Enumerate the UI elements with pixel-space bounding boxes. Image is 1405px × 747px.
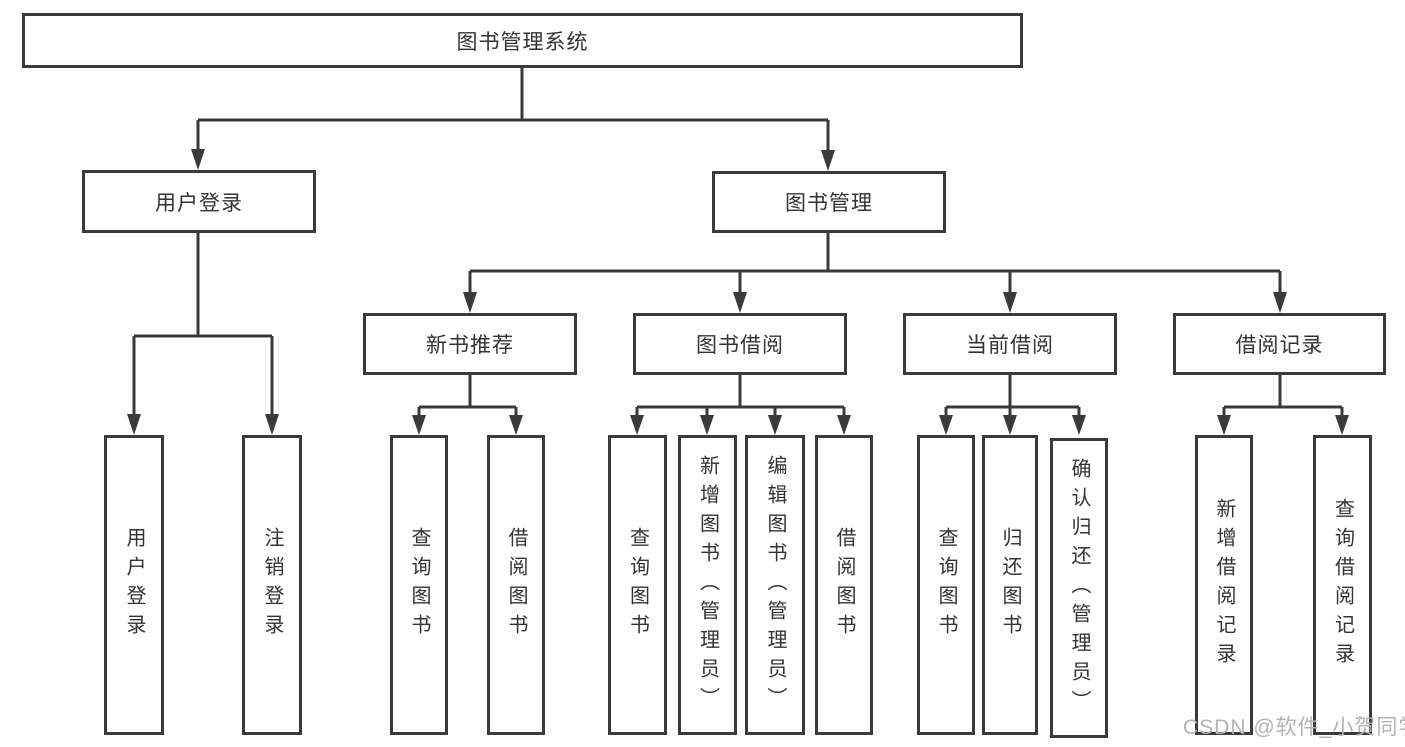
arrow-down-icon — [700, 415, 714, 435]
node-label: 借阅图书 — [833, 527, 855, 643]
leaf-borrow-books-recommend: 借阅图书 — [487, 435, 545, 735]
node-label: 当前借阅 — [966, 334, 1054, 357]
leaf-confirm-return-admin: 确认归还（管理员） — [1050, 438, 1108, 738]
arrow-down-icon — [1003, 415, 1017, 435]
arrow-down-icon — [191, 149, 205, 170]
node-label: 确认归还（管理员） — [1068, 457, 1090, 719]
node-label: 归还图书 — [999, 527, 1021, 643]
arrow-down-icon — [630, 415, 644, 435]
node-label: 查询图书 — [935, 527, 957, 643]
node-book-borrowing: 图书借阅 — [633, 313, 847, 375]
leaf-borrow-books-borrowing: 借阅图书 — [815, 435, 873, 735]
arrow-down-icon — [733, 292, 747, 313]
arrow-down-icon — [768, 415, 782, 435]
leaf-query-books-current: 查询图书 — [917, 435, 975, 735]
leaf-query-books-recommend: 查询图书 — [390, 435, 448, 735]
node-label: 借阅记录 — [1235, 334, 1324, 357]
node-label: 查询借阅记录 — [1331, 498, 1354, 672]
node-label: 用户登录 — [123, 527, 145, 643]
leaf-query-borrow-record: 查询借阅记录 — [1313, 435, 1372, 735]
arrow-down-icon — [1003, 292, 1017, 313]
node-label: 借阅图书 — [505, 527, 527, 643]
leaf-add-borrow-record: 新增借阅记录 — [1195, 435, 1253, 735]
leaf-edit-book-admin: 编辑图书（管理员） — [745, 435, 805, 735]
node-label: 新增借阅记录 — [1213, 498, 1235, 672]
node-current-borrowing: 当前借阅 — [903, 313, 1117, 375]
node-label: 注销登录 — [261, 527, 283, 643]
arrow-down-icon — [1072, 415, 1086, 435]
arrow-down-icon — [463, 292, 477, 313]
node-label: 图书管理 — [785, 192, 873, 215]
node-label: 查询图书 — [626, 527, 649, 643]
node-label: 新增图书（管理员） — [696, 454, 719, 716]
node-label: 编辑图书（管理员） — [764, 454, 786, 716]
csdn-watermark: CSDN @软件_小贺同学 — [1183, 716, 1405, 739]
arrow-down-icon — [412, 415, 426, 435]
arrow-down-icon — [1273, 292, 1287, 313]
node-label: 查询图书 — [408, 527, 430, 643]
arrow-down-icon — [1335, 415, 1349, 435]
arrow-down-icon — [837, 415, 851, 435]
leaf-query-books-borrowing: 查询图书 — [608, 435, 667, 735]
node-label: 新书推荐 — [426, 334, 514, 357]
arrow-down-icon — [265, 414, 279, 435]
arrow-down-icon — [821, 150, 835, 171]
node-label: 图书借阅 — [696, 334, 784, 357]
node-book-management: 图书管理 — [712, 171, 946, 233]
node-label: 用户登录 — [155, 191, 243, 215]
arrow-down-icon — [939, 415, 953, 435]
leaf-add-book-admin: 新增图书（管理员） — [678, 435, 737, 735]
node-new-book-recommendation: 新书推荐 — [363, 313, 577, 375]
node-user-login: 用户登录 — [82, 170, 316, 233]
node-borrow-records: 借阅记录 — [1173, 313, 1386, 375]
node-library-management-system: 图书管理系统 — [22, 13, 1023, 68]
leaf-user-login: 用户登录 — [104, 435, 164, 735]
leaf-return-books: 归还图书 — [982, 435, 1038, 735]
arrow-down-icon — [1217, 415, 1231, 435]
node-label: 图书管理系统 — [456, 30, 589, 54]
arrow-down-icon — [127, 414, 141, 435]
arrow-down-icon — [509, 415, 523, 435]
leaf-logout: 注销登录 — [242, 435, 302, 735]
